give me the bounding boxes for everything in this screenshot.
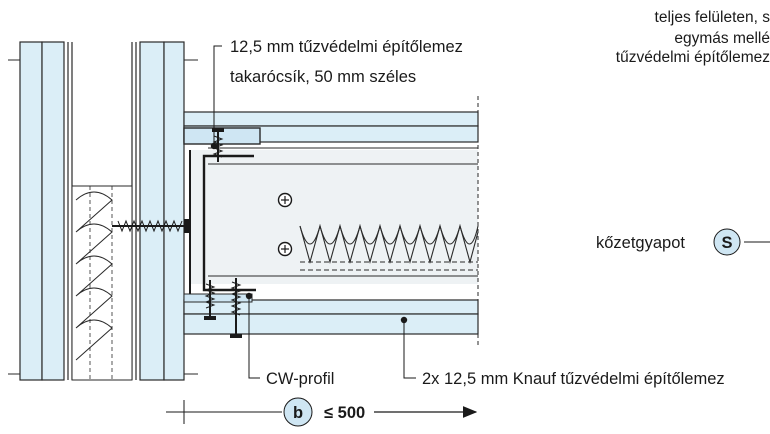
left-insulation-zigzag: [75, 191, 113, 361]
fastener-icon: [204, 280, 216, 320]
fastener-icon: [112, 219, 190, 233]
left-board-2: [41, 41, 65, 381]
dimension-marker: b: [293, 404, 303, 422]
cw-profile-label: CW-profil: [266, 370, 334, 388]
insulation-marker-letter: S: [721, 234, 732, 252]
bottom-board-outer: [183, 313, 479, 335]
fastener-icon: [230, 278, 242, 338]
dimension-line: b ≤ 500: [166, 397, 478, 427]
note-line-1: teljes felületen, s: [655, 9, 770, 26]
top-board-outer: [183, 111, 479, 127]
left-wall: [8, 41, 198, 381]
dimension-value: ≤ 500: [324, 404, 365, 422]
note-line-2: egymás mellé: [674, 30, 770, 47]
callout-strip-label: takarócsík, 50 mm széles: [230, 68, 416, 86]
leader-lines: [213, 45, 770, 379]
callout-board-label: 12,5 mm tűzvédelmi építőlemez: [230, 38, 463, 56]
left-board-3: [139, 41, 165, 381]
right-insulation: [299, 223, 479, 271]
insulation-marker: S: [713, 228, 741, 256]
fastener-icon: [212, 128, 224, 162]
insulation-label: kőzetgyapot: [596, 234, 685, 252]
screw-icon: [277, 241, 293, 257]
screw-icon: [277, 192, 293, 208]
new-wall: [183, 96, 479, 348]
left-board-4: [163, 41, 185, 381]
boards-label: 2x 12,5 mm Knauf tűzvédelmi építőlemez: [422, 370, 725, 388]
cw-profile: [202, 154, 256, 292]
note-line-3: tűzvédelmi építőlemez: [616, 49, 770, 66]
left-board-1: [19, 41, 43, 381]
left-insulation: [71, 185, 133, 381]
